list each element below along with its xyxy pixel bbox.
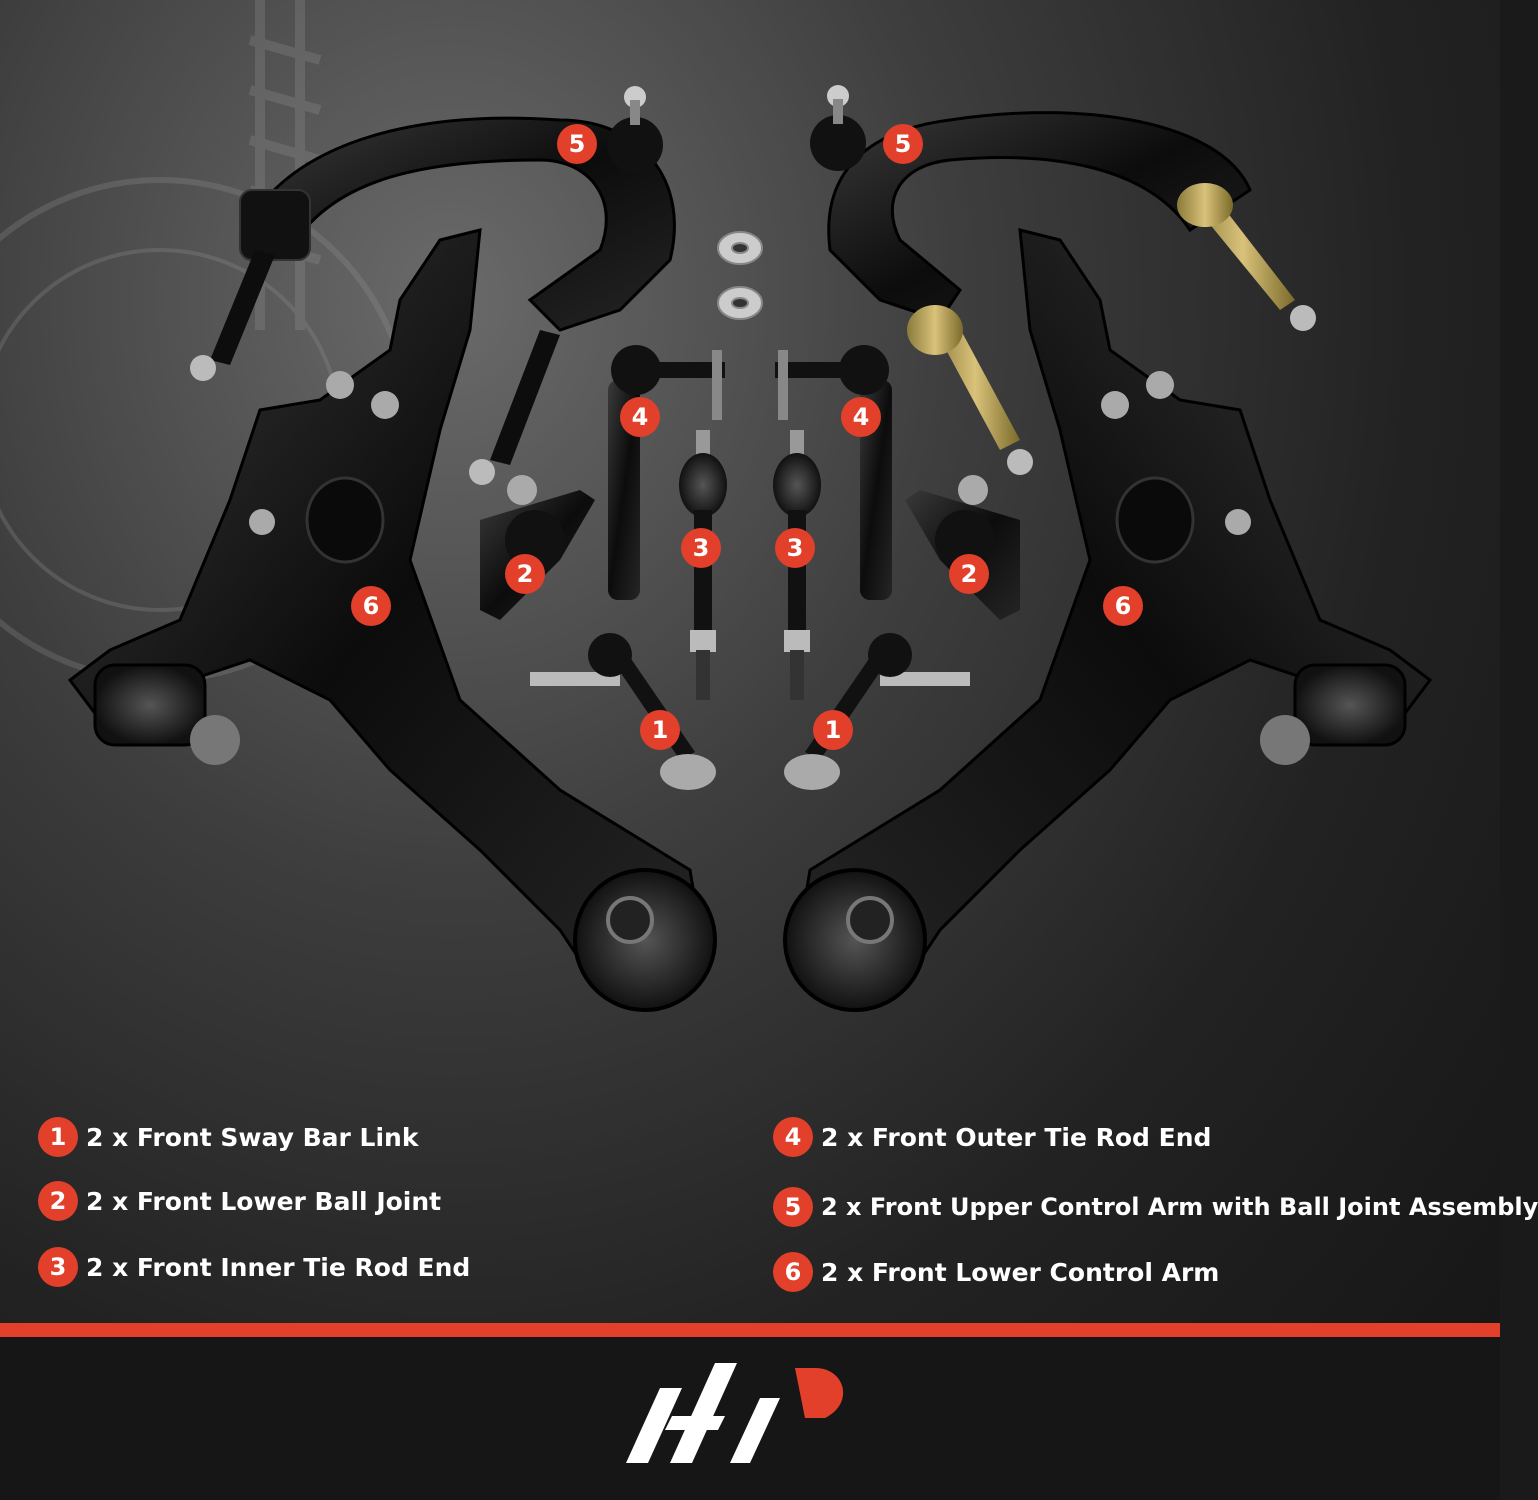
suspension-parts-photo	[0, 0, 1433, 1012]
legend-label: 2 x Front Lower Ball Joint	[86, 1186, 442, 1216]
left-inner-tie-rod	[679, 430, 727, 700]
legend-item-4: 4 2 x Front Outer Tie Rod End	[773, 1117, 1211, 1157]
photo-badge-4-right: 4	[841, 397, 881, 437]
red-divider	[0, 1323, 1500, 1337]
legend-item-6: 6 2 x Front Lower Control Arm	[773, 1252, 1219, 1292]
a-premium-logo-icon	[626, 1363, 844, 1463]
legend-badge: 4	[773, 1117, 813, 1157]
legend-badge: 2	[38, 1181, 78, 1221]
photo-badge-2-right: 2	[949, 554, 989, 594]
right-sway-bar-link	[784, 633, 970, 790]
legend-label: 2 x Front Inner Tie Rod End	[86, 1252, 471, 1282]
washers	[717, 231, 763, 320]
legend-badge: 1	[38, 1117, 78, 1157]
left-sway-bar-link	[530, 633, 716, 790]
legend-item-5: 5 2 x Front Upper Control Arm with Ball …	[773, 1187, 1538, 1227]
photo-badge-3-right: 3	[775, 528, 815, 568]
photo-badge-6-left: 6	[351, 586, 391, 626]
photo-badge-1-right: 1	[813, 710, 853, 750]
legend-label: 2 x Front Outer Tie Rod End	[821, 1122, 1212, 1152]
legend-label: 2 x Front Sway Bar Link	[86, 1122, 419, 1152]
photo-badge-2-left: 2	[505, 554, 545, 594]
legend-badge: 3	[38, 1247, 78, 1287]
legend-item-2: 2 2 x Front Lower Ball Joint	[38, 1181, 441, 1221]
legend-badge: 5	[773, 1187, 813, 1227]
photo-badge-1-left: 1	[640, 710, 680, 750]
legend-badge: 6	[773, 1252, 813, 1292]
left-upper-control-arm	[190, 86, 676, 485]
legend-item-1: 1 2 x Front Sway Bar Link	[38, 1117, 418, 1157]
photo-badge-5-left: 5	[557, 124, 597, 164]
legend-item-3: 3 2 x Front Inner Tie Rod End	[38, 1247, 470, 1287]
photo-badge-3-left: 3	[681, 528, 721, 568]
right-lower-ball-joint	[905, 475, 1020, 620]
legend-label: 2 x Front Lower Control Arm	[821, 1257, 1220, 1287]
photo-badge-5-right: 5	[883, 124, 923, 164]
photo-badge-4-left: 4	[620, 397, 660, 437]
left-lower-control-arm	[67, 228, 717, 1012]
photo-badge-6-right: 6	[1103, 586, 1143, 626]
left-lower-ball-joint	[480, 475, 595, 620]
legend-label: 2 x Front Upper Control Arm with Ball Jo…	[821, 1193, 1538, 1221]
right-upper-control-arm	[810, 85, 1316, 475]
right-lower-control-arm	[783, 228, 1433, 1012]
footer	[0, 1337, 1500, 1500]
